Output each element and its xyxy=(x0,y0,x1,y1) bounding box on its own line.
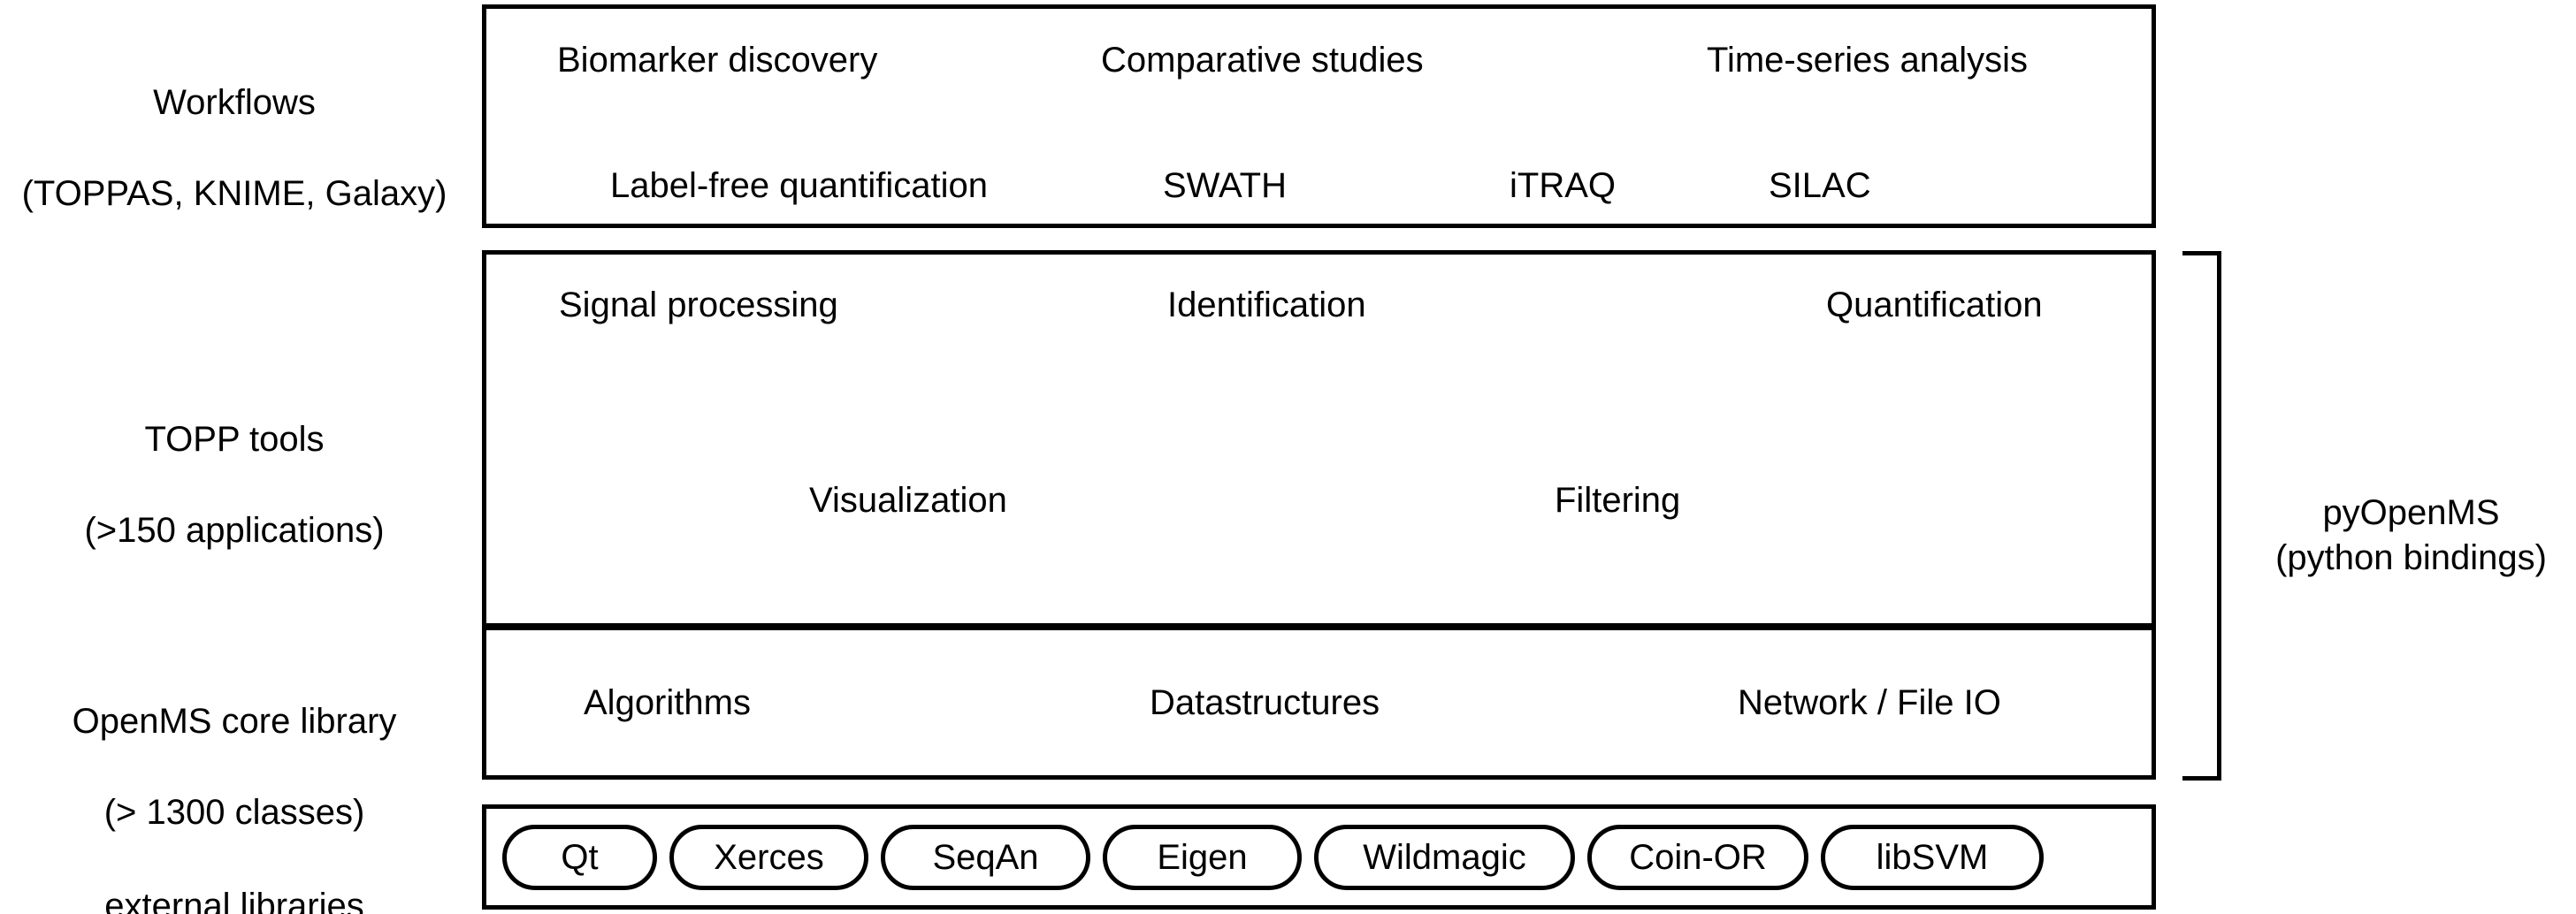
workflow-item-comparative-studies: Comparative studies xyxy=(1101,41,1424,80)
external-library-pill-xerces-label: Xerces xyxy=(714,837,824,877)
external-library-pill-eigen[interactable]: Eigen xyxy=(1103,825,1302,890)
layer-label-workflows: Workflows (TOPPAS, KNIME, Galaxy) xyxy=(0,35,469,262)
topp-item-filtering: Filtering xyxy=(1555,481,1681,520)
layer-label-external-libraries-line1: external libraries xyxy=(104,887,364,914)
layer-label-external-libraries: external libraries xyxy=(0,839,469,914)
topp-tools-box xyxy=(482,250,2156,628)
pyopenms-label-line1: pyOpenMS xyxy=(2322,493,2500,532)
layer-label-topp-tools-line2: (>150 applications) xyxy=(84,510,385,550)
external-library-pill-eigen-label: Eigen xyxy=(1157,837,1248,877)
external-library-pill-libsvm-label: libSVM xyxy=(1876,837,1989,877)
topp-item-visualization: Visualization xyxy=(809,481,1007,520)
core-item-algorithms: Algorithms xyxy=(584,683,751,722)
topp-item-identification: Identification xyxy=(1167,286,1366,324)
pyopenms-label: pyOpenMS (python bindings) xyxy=(2246,491,2576,581)
layer-label-openms-core-line2: (> 1300 classes) xyxy=(103,792,365,832)
external-library-pill-seqan[interactable]: SeqAn xyxy=(881,825,1090,890)
external-library-pill-coin-or[interactable]: Coin-OR xyxy=(1587,825,1808,890)
layer-label-workflows-line1: Workflows xyxy=(153,83,316,123)
core-item-datastructures: Datastructures xyxy=(1150,683,1380,722)
openms-core-box xyxy=(482,626,2156,780)
external-library-pill-qt[interactable]: Qt xyxy=(502,825,657,890)
workflow-item-swath: SWATH xyxy=(1163,166,1287,205)
workflow-item-label-free-quantification: Label-free quantification xyxy=(610,166,988,205)
workflow-item-silac: SILAC xyxy=(1769,166,1871,205)
core-item-network-file-io: Network / File IO xyxy=(1738,683,2001,722)
pyopenms-label-line2: (python bindings) xyxy=(2275,538,2547,578)
workflow-item-time-series-analysis: Time-series analysis xyxy=(1707,41,2029,80)
topp-item-signal-processing: Signal processing xyxy=(559,286,838,324)
layer-label-topp-tools-line1: TOPP tools xyxy=(144,420,325,460)
external-library-pill-qt-label: Qt xyxy=(561,837,599,877)
workflow-item-itraq: iTRAQ xyxy=(1510,166,1616,205)
external-library-pill-libsvm[interactable]: libSVM xyxy=(1821,825,2044,890)
workflows-box xyxy=(482,4,2156,228)
layer-label-workflows-line2: (TOPPAS, KNIME, Galaxy) xyxy=(21,173,447,213)
layer-label-openms-core: OpenMS core library (> 1300 classes) xyxy=(0,654,469,880)
external-library-pill-xerces[interactable]: Xerces xyxy=(669,825,868,890)
external-library-pill-wildmagic-label: Wildmagic xyxy=(1363,837,1526,877)
layer-label-openms-core-line1: OpenMS core library xyxy=(72,702,397,742)
pyopenms-bracket xyxy=(2182,251,2221,781)
workflow-item-biomarker-discovery: Biomarker discovery xyxy=(557,41,878,80)
layer-label-topp-tools: TOPP tools (>150 applications) xyxy=(0,372,469,598)
external-library-pill-coin-or-label: Coin-OR xyxy=(1629,837,1767,877)
external-libraries-pill-row: Qt Xerces SeqAn Eigen Wildmagic Coin-OR … xyxy=(502,825,2044,890)
external-library-pill-wildmagic[interactable]: Wildmagic xyxy=(1314,825,1575,890)
topp-item-quantification: Quantification xyxy=(1826,286,2043,324)
external-library-pill-seqan-label: SeqAn xyxy=(932,837,1039,877)
